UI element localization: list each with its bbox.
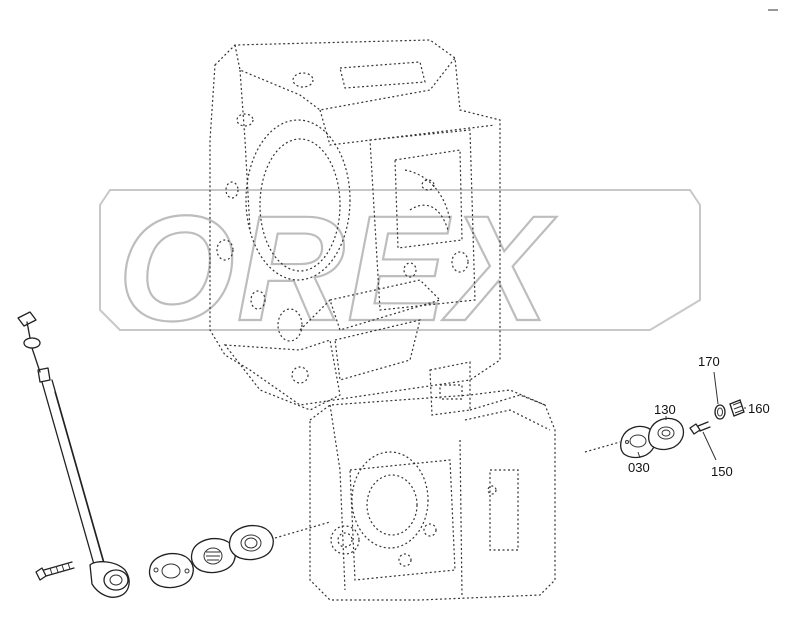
leader-150 (702, 431, 717, 461)
callout-170: 170 (698, 354, 720, 369)
watermark-text: OREX (118, 184, 557, 352)
callout-160: 160 (748, 401, 770, 416)
transmission-housing (209, 39, 556, 601)
dipstick-assembly (17, 311, 130, 598)
watermark-logo: OREX (99, 183, 701, 353)
callout-150: 150 (711, 464, 733, 479)
leader-030 (637, 451, 641, 459)
leader-lines (637, 371, 746, 461)
flange-parts-right (584, 399, 745, 459)
leader-170 (713, 371, 719, 405)
flange-parts-bottom (148, 521, 331, 589)
callout-130: 130 (654, 402, 676, 417)
callout-030: 030 (628, 460, 650, 475)
callout-labels: 030 130 150 160 170 (628, 354, 770, 479)
